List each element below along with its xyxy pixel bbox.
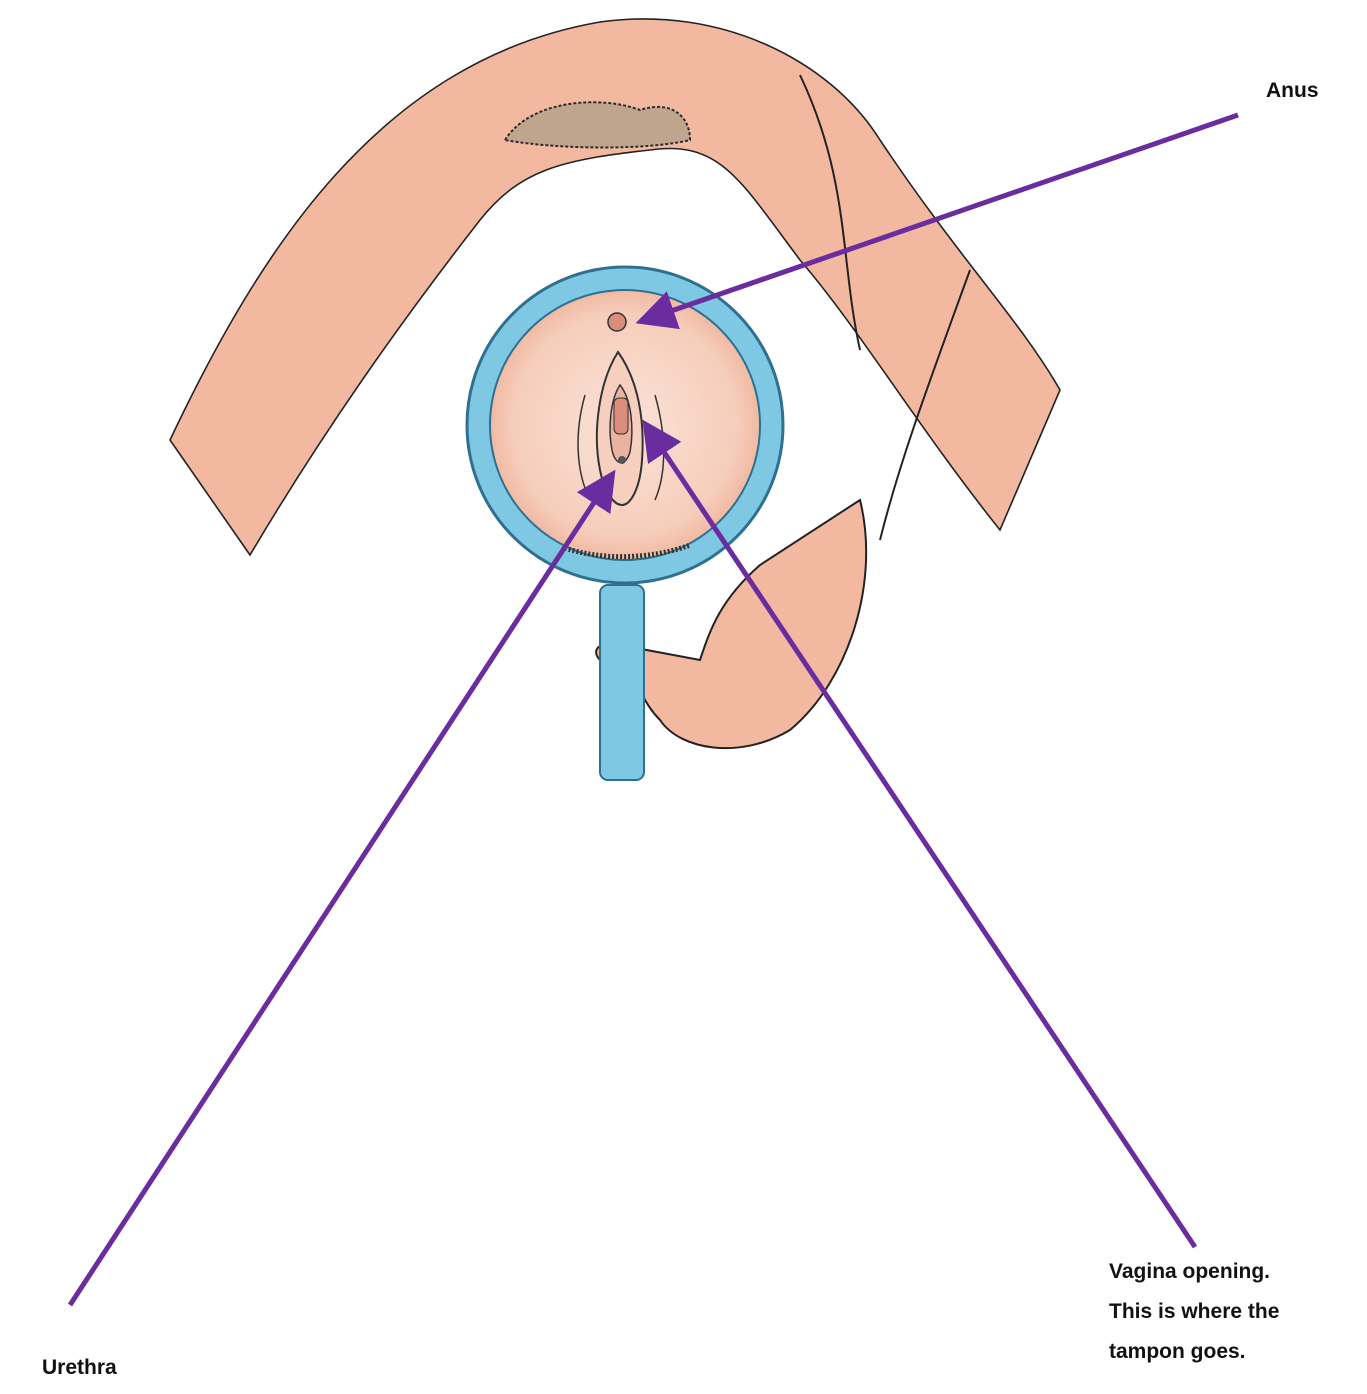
anus-shape — [608, 313, 626, 331]
arrow-vagina — [648, 428, 1195, 1247]
arrow-urethra — [70, 478, 610, 1305]
label-vagina-opening: Vagina opening. This is where the tampon… — [1109, 1252, 1279, 1372]
label-vagina-line-3: tampon goes. — [1109, 1332, 1279, 1372]
label-vagina-line-2: This is where the — [1109, 1292, 1279, 1332]
label-vagina-line-1: Vagina opening. — [1109, 1252, 1279, 1292]
urethra-shape — [618, 456, 626, 464]
label-urethra: Urethra — [42, 1348, 117, 1388]
magnifier-handle — [600, 585, 644, 780]
vagina-opening-shape — [614, 398, 628, 434]
label-anus: Anus — [1266, 71, 1319, 111]
